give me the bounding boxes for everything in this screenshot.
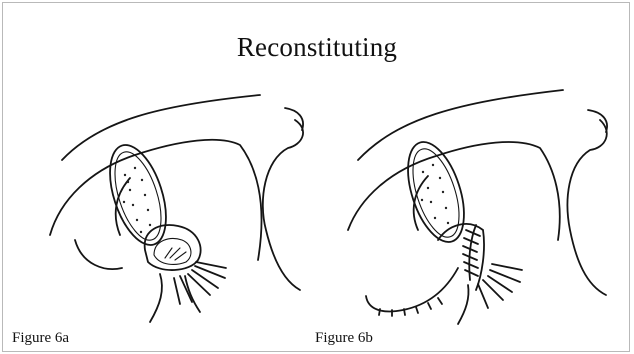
figure-6a-illustration [20, 90, 320, 330]
stem [150, 274, 162, 322]
radiating-lines [478, 264, 522, 308]
stipple-dots [123, 167, 151, 233]
stem-right [185, 276, 200, 312]
stoma-shade [165, 248, 186, 260]
oval-inner [404, 143, 469, 242]
right-notch [588, 110, 607, 132]
suture-hook [366, 268, 458, 311]
arch-curve [50, 140, 262, 260]
stoma-rim [145, 225, 201, 270]
arch-curve [348, 142, 560, 240]
right-notch [285, 108, 303, 130]
upper-contour [62, 95, 260, 160]
figure-6b-illustration [318, 90, 618, 330]
lower-left-curve [75, 240, 122, 269]
hook-ticks [379, 298, 442, 316]
left-inner-fold [414, 176, 428, 230]
right-lobe [263, 120, 303, 290]
figure-6a-caption: Figure 6a [12, 330, 69, 347]
page-title: Reconstituting [0, 32, 634, 63]
oval-inner [106, 146, 171, 245]
left-inner-fold [116, 178, 130, 235]
stem [458, 285, 469, 324]
figure-6b-caption: Figure 6b [315, 330, 373, 347]
right-lobe [567, 120, 606, 295]
stoma-inner [154, 239, 191, 265]
